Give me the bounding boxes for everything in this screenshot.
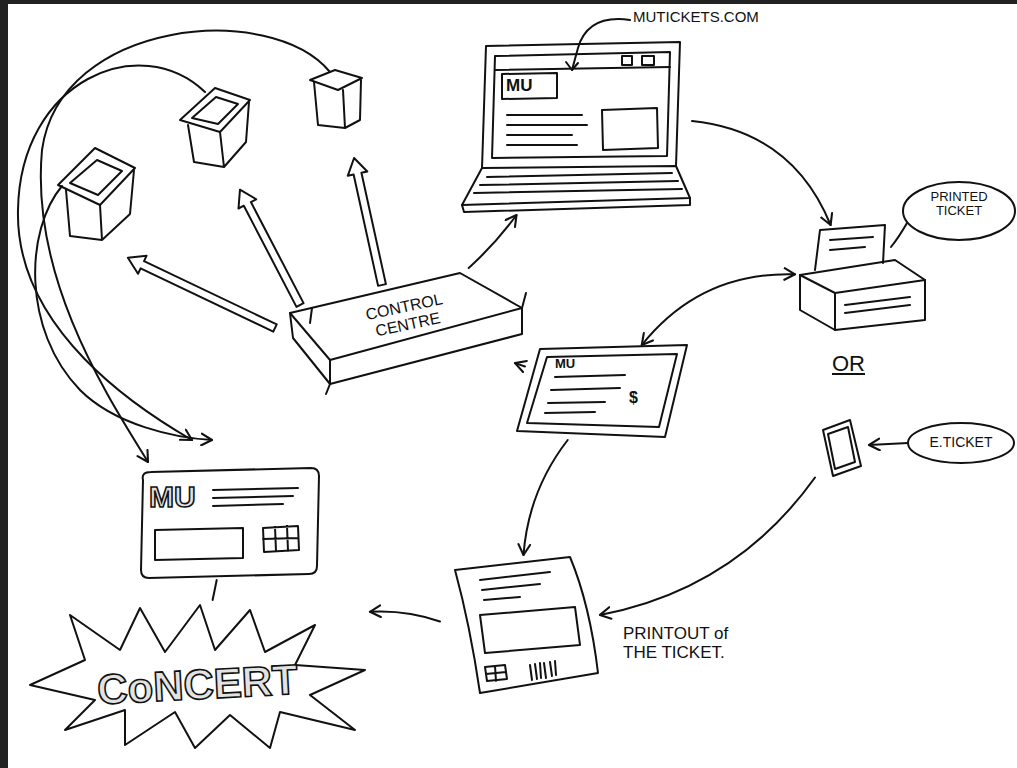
text-lines	[480, 572, 550, 600]
frame-edge	[0, 0, 1017, 4]
box-title: CONTROL CENTRE	[340, 285, 473, 346]
browser-bar	[495, 67, 670, 70]
paper-sheet	[815, 225, 885, 270]
node-outline	[515, 345, 690, 440]
kiosk-link	[41, 31, 330, 462]
kiosk-stand	[314, 80, 361, 128]
control-box: CONTROL CENTRE	[290, 268, 525, 386]
connector-arrow	[642, 274, 795, 345]
card-outline	[141, 468, 319, 578]
hollow-arrow	[344, 156, 391, 287]
kiosk-stand	[66, 170, 134, 240]
callout-arrow	[869, 443, 908, 445]
card-chip	[263, 526, 299, 552]
callout-oval	[903, 182, 1015, 240]
printer-sketch: PRINTED TICKET	[795, 225, 930, 330]
logo-text: MU	[555, 357, 589, 371]
kiosk-sketch	[310, 70, 362, 128]
laptop-base	[462, 198, 690, 212]
connector-arrow	[600, 478, 815, 615]
laptop-lid	[482, 42, 680, 168]
price-sign: $	[629, 389, 649, 407]
callout-oval	[908, 423, 1014, 463]
or-label: OR	[832, 352, 865, 376]
node-outline	[440, 555, 600, 695]
box-top	[290, 273, 522, 360]
callout-text: E.TICKET	[915, 435, 1007, 450]
ticket-field	[480, 607, 580, 653]
card-sketch: MU	[133, 468, 323, 580]
card-field	[155, 528, 243, 560]
node-outline	[815, 418, 863, 478]
kiosk-screen	[310, 70, 362, 90]
connector-arrow	[370, 611, 440, 621]
logo-text: MU	[149, 480, 211, 513]
printer-edge	[800, 275, 925, 330]
barcode	[530, 661, 556, 680]
kiosk-stand	[188, 102, 249, 167]
grid-mark	[485, 665, 507, 681]
kiosk-screen	[70, 160, 122, 195]
kiosk-screen	[180, 88, 250, 132]
paper-lines	[830, 237, 873, 250]
connector-arrow	[515, 363, 525, 366]
laptop-keyboard	[462, 166, 690, 205]
leader-line	[891, 223, 907, 247]
kiosk-link	[35, 186, 212, 440]
logo-text: MU	[506, 77, 554, 96]
starburst	[30, 605, 365, 748]
node-outline	[462, 40, 692, 215]
laptop-screen	[492, 52, 670, 158]
phone-screen	[828, 427, 855, 469]
tablet-frame	[517, 345, 687, 437]
laptop-sketch: MU	[462, 40, 692, 215]
kiosk-sketch	[58, 148, 135, 240]
hollow-arrow	[124, 249, 280, 337]
frame-edge	[0, 0, 8, 768]
site-name: MUTICKETS.COM	[633, 9, 759, 26]
hollow-arrow	[231, 185, 309, 310]
concert-burst: CoNCERT	[25, 600, 370, 750]
paper-sheet	[455, 557, 598, 693]
printer-body	[800, 260, 925, 330]
node-outline	[795, 225, 930, 330]
connector-arrow	[469, 215, 517, 268]
connector-arrow	[692, 121, 831, 225]
callout-text: PRINTED TICKET	[913, 190, 1005, 219]
tablet-sketch: MU $	[515, 345, 690, 440]
connector-arrow	[524, 440, 568, 555]
text-lines	[507, 115, 587, 145]
phone-frame	[823, 420, 861, 476]
web-panel	[602, 108, 658, 150]
printout-sketch: PRINTOUT of THE TICKET.	[440, 555, 600, 695]
kiosk-sketch	[180, 88, 250, 167]
browser-button	[622, 56, 654, 65]
connector-group	[213, 121, 831, 622]
event-title: CoNCERT	[64, 655, 331, 715]
kiosk-screen	[192, 97, 238, 124]
tablet-screen	[527, 354, 677, 427]
paper-slot	[845, 297, 910, 313]
caption-text: PRINTOUT of THE TICKET.	[623, 625, 755, 662]
connector-arrow	[213, 580, 217, 600]
kiosk-screen	[58, 148, 135, 205]
kiosk-link	[18, 66, 205, 440]
web-header	[502, 73, 557, 99]
phone-sketch: E.TICKET	[815, 418, 863, 478]
text-lines	[213, 488, 298, 506]
text-lines	[545, 375, 625, 413]
key-rows	[474, 173, 682, 193]
